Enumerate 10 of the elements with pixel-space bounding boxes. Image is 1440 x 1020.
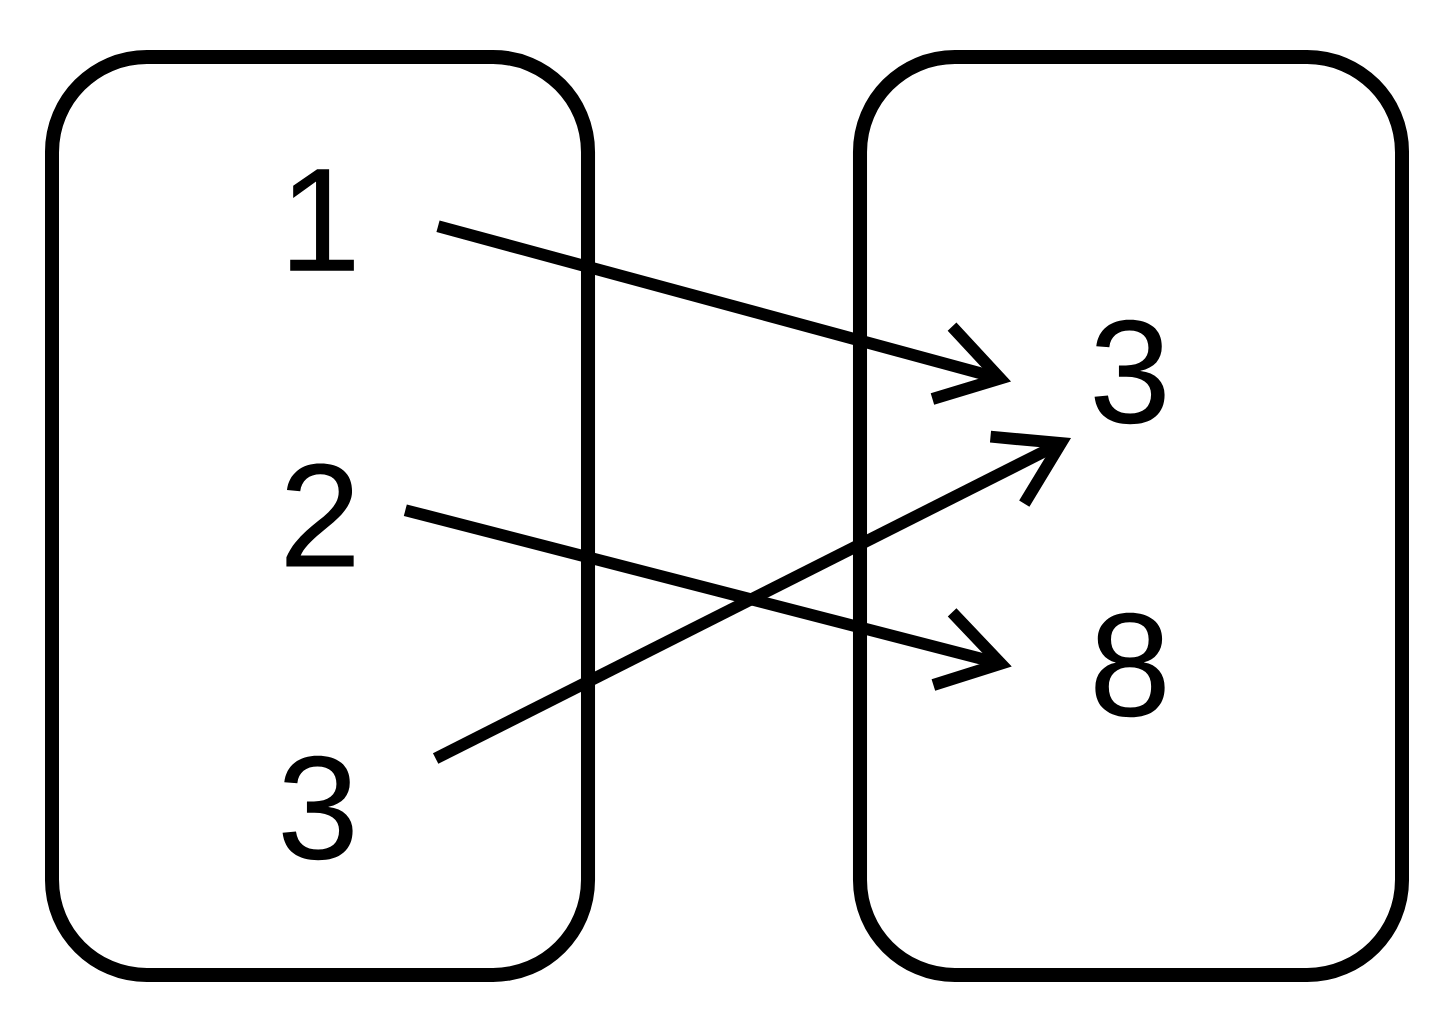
arrow — [432, 430, 1072, 764]
arrow — [436, 220, 1012, 405]
rounded-box — [852, 49, 1410, 983]
number-label: 8 — [1095, 612, 1165, 718]
number-label: 1 — [290, 169, 354, 271]
number-label: 2 — [286, 463, 354, 567]
rounded-box — [44, 49, 596, 983]
number-label: 3 — [282, 755, 353, 861]
arrow — [403, 504, 1012, 691]
number-label: 3 — [1094, 319, 1165, 425]
